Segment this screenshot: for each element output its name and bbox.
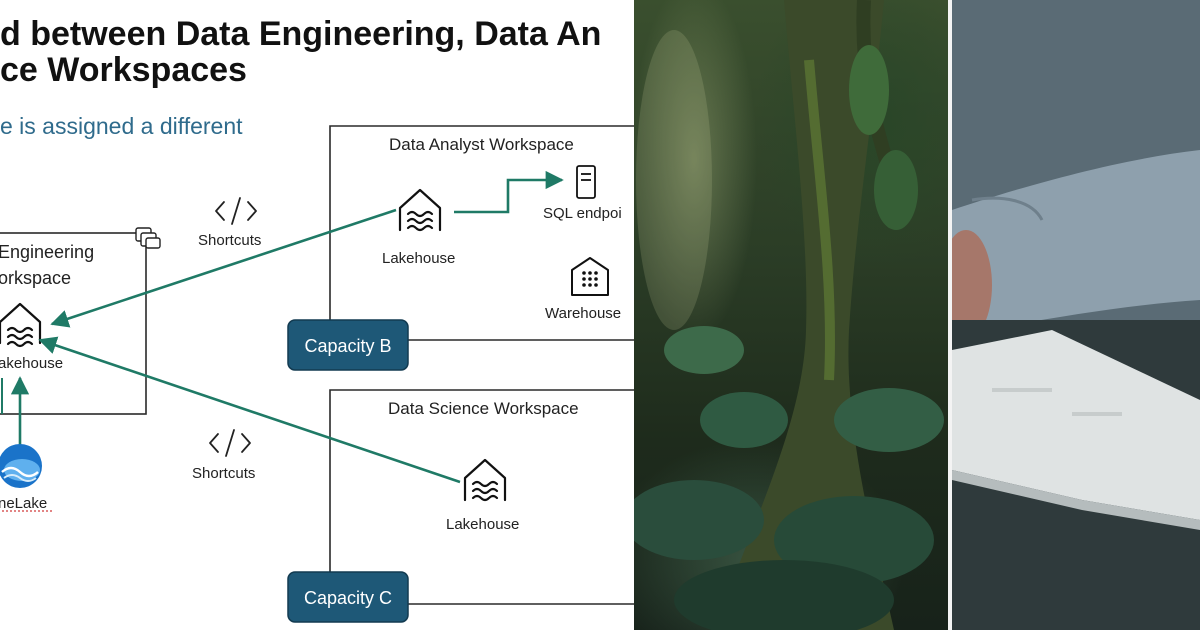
slide-title-line-2: ce Workspaces [0,51,247,89]
engineering-lakehouse-label: akehouse [0,355,63,372]
analyst-lakehouse-label: Lakehouse [382,250,455,267]
engineering-workspace: Engineering orkspace akehouse [0,227,161,415]
code-brackets-icon [209,429,251,457]
desk-photo-art [952,0,1200,630]
onelake-label: neLake [0,495,47,512]
sql-endpoint-arrow [454,170,564,214]
sql-endpoint-label: SQL endpoi [543,205,622,222]
engineering-workspace-label-2: orkspace [0,268,71,288]
science-workspace-title: Data Science Workspace [388,399,579,418]
jungle-photo [634,0,950,630]
workspace-corner-icon [135,227,161,249]
panel-divider [948,0,952,630]
slide-title: d between Data Engineering, Data An ce W… [0,16,601,88]
desk-photo [952,0,1200,630]
lakehouse-icon [463,458,507,502]
code-brackets-icon [215,197,257,225]
jungle-photo-art [634,0,944,630]
shortcuts-label-top: Shortcuts [198,232,261,249]
science-workspace: Data Science Workspace Lakehouse [329,389,634,605]
shortcut-arrow-analyst [50,208,397,328]
engineering-workspace-label-1: Engineering [0,242,94,262]
warehouse-icon [571,257,609,296]
sql-endpoint-icon [576,165,596,199]
lakehouse-icon [398,188,442,232]
warehouse-label: Warehouse [545,305,621,322]
lakehouse-icon [0,302,42,348]
capacity-b-button[interactable]: Capacity B [287,319,409,371]
science-lakehouse-label: Lakehouse [446,516,519,533]
analyst-workspace: Data Analyst Workspace Lakehouse SQL end… [329,125,634,341]
onelake-icon [0,444,42,488]
engineering-workspace-frame [0,232,147,415]
shortcuts-label-bottom: Shortcuts [192,465,255,482]
analyst-workspace-title: Data Analyst Workspace [389,135,574,154]
slide-title-line-1: d between Data Engineering, Data An [0,15,602,53]
slide-panel: d between Data Engineering, Data An ce W… [0,16,634,623]
slide-subtitle: e is assigned a different [0,113,243,139]
workspace-diagram: Engineering orkspace akehouse Data Analy… [0,125,634,623]
capacity-c-label: Capacity C [304,588,392,608]
capacity-b-label: Capacity B [304,336,391,356]
shortcut-arrow-science [38,336,461,484]
capacity-c-button[interactable]: Capacity C [287,571,409,623]
